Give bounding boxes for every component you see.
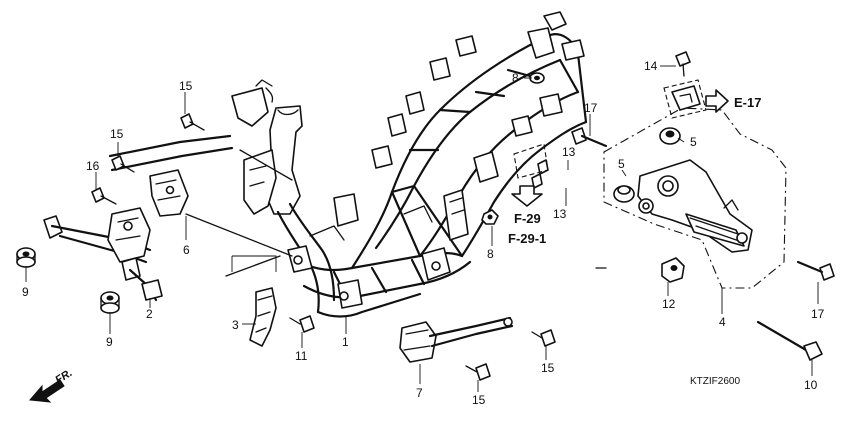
flange-bolt-15-left	[111, 155, 135, 173]
grommet-8	[529, 72, 545, 84]
callout-16: 16	[86, 159, 100, 173]
rubber-bushing-lower	[100, 291, 120, 314]
nut-8	[481, 209, 499, 225]
callout-13-lower: 13	[553, 207, 567, 221]
callout-3: 3	[232, 318, 239, 332]
frame-body	[231, 11, 588, 318]
callout-1: 1	[342, 335, 349, 349]
callout-4: 4	[719, 315, 726, 329]
reference-e17: E-17	[734, 95, 761, 110]
callout-9-lower: 9	[106, 335, 113, 349]
clamp-outline	[663, 79, 707, 119]
step-bracket	[108, 134, 234, 217]
callout-5-left: 5	[618, 157, 625, 171]
diagram-code: KTZIF2600	[690, 376, 740, 387]
callout-12: 12	[662, 297, 676, 311]
callout-15-top: 15	[179, 79, 193, 93]
clamp-14	[671, 85, 701, 111]
stay-bracket	[399, 316, 514, 363]
mounting-plate	[249, 287, 277, 347]
callout-17-right: 17	[811, 307, 825, 321]
callout-2: 2	[146, 307, 153, 321]
front-direction-indicator: FR.	[28, 367, 75, 403]
callout-15-mid: 15	[541, 361, 555, 375]
flange-bolt-15-upper	[180, 113, 205, 131]
flange-bolt-15-low	[465, 363, 491, 381]
bolt-14	[675, 51, 691, 77]
callout-6: 6	[183, 243, 190, 257]
callout-8-upper: 8	[512, 71, 519, 85]
assembly-outline	[603, 107, 787, 289]
flange-bolt-15-mid	[531, 329, 556, 347]
flange-bolt-17-right	[796, 260, 835, 281]
rubber-mount-5-left	[613, 185, 635, 203]
collar-12	[661, 257, 685, 283]
callout-9-upper: 9	[22, 285, 29, 299]
flange-bolt-11	[289, 315, 315, 333]
long-bolt-10	[756, 320, 823, 361]
rubber-mount-5-upper	[659, 127, 681, 145]
reference-f29-1: F-29-1	[508, 231, 546, 246]
front-arrow-icon	[28, 379, 65, 403]
leader-lines	[25, 65, 819, 392]
f29-direction-arrow	[511, 185, 543, 207]
callout-15-low: 15	[472, 393, 486, 407]
clip-13-lower	[531, 173, 543, 189]
callout-10: 10	[804, 378, 818, 392]
e17-direction-arrow	[705, 89, 729, 113]
flange-bolt-16	[91, 187, 117, 205]
reference-f29: F-29	[514, 211, 541, 226]
swingarm-bracket	[637, 159, 753, 253]
engine-hanger-link	[43, 207, 163, 302]
callout-17-upper: 17	[584, 101, 598, 115]
callout-5-right: 5	[690, 135, 697, 149]
callout-8-lower: 8	[487, 247, 494, 261]
callout-11: 11	[295, 349, 308, 363]
callout-15-left: 15	[110, 127, 124, 141]
callout-14: 14	[644, 59, 658, 73]
callout-13-upper: 13	[562, 145, 576, 159]
flange-bolt-17-upper	[571, 127, 608, 148]
reference-outline	[513, 143, 549, 179]
callout-7: 7	[416, 386, 423, 400]
rubber-bushing-upper	[16, 247, 36, 268]
